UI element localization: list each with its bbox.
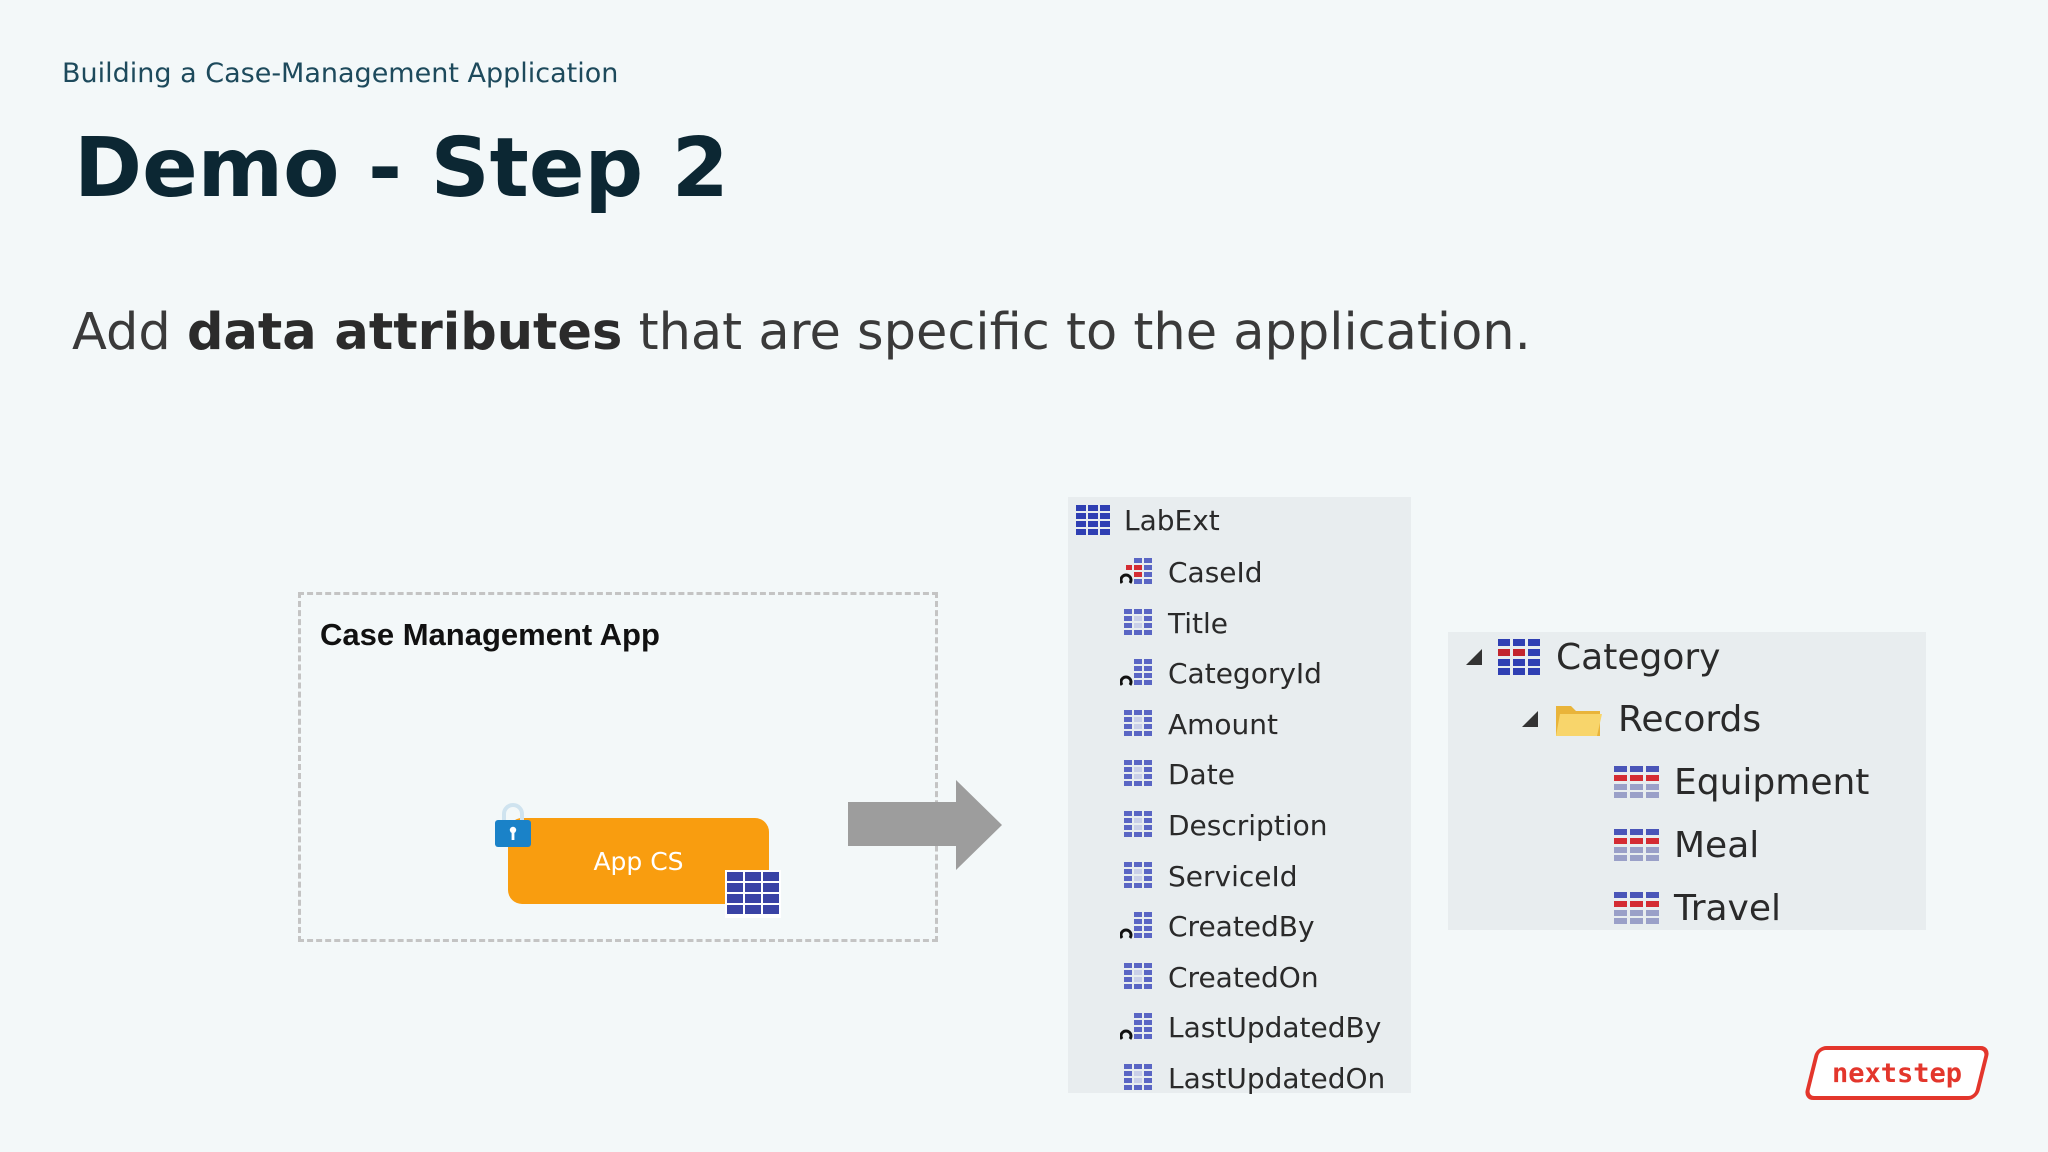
attribute-label: Description <box>1168 808 1328 842</box>
page-title: Demo - Step 2 <box>74 121 729 216</box>
attribute-label: CreatedBy <box>1168 909 1315 943</box>
tree-item-category[interactable]: Category <box>1466 632 1720 682</box>
attribute-icon <box>1124 710 1152 736</box>
record-icon <box>1614 892 1659 924</box>
attribute-icon <box>1124 760 1152 786</box>
attribute-icon <box>1124 609 1152 635</box>
attribute-label: Title <box>1168 606 1229 640</box>
attribute-label: ServiceId <box>1168 859 1298 893</box>
attribute-item[interactable]: Description <box>1120 805 1327 845</box>
tree-item-record[interactable]: Meal <box>1614 820 1759 870</box>
record-icon <box>1614 829 1659 861</box>
app-cs-label: App CS <box>593 846 684 876</box>
reference-attribute-icon <box>1120 912 1152 939</box>
nextstep-logo: nextstep <box>1803 1046 1991 1100</box>
attribute-label: CaseId <box>1168 555 1263 589</box>
tree-label: Category <box>1556 636 1721 678</box>
attribute-label: Date <box>1168 757 1235 791</box>
tree-item-record[interactable]: Equipment <box>1614 757 1869 807</box>
lock-icon <box>495 803 531 847</box>
attribute-label: LastUpdatedOn <box>1168 1061 1386 1095</box>
record-icon <box>1614 766 1659 798</box>
attribute-label: LastUpdatedBy <box>1168 1010 1382 1044</box>
attribute-item[interactable]: CreatedOn <box>1120 957 1319 997</box>
folder-icon <box>1556 706 1602 736</box>
entity-name: LabExt <box>1124 503 1220 537</box>
attribute-item[interactable]: Amount <box>1120 704 1278 744</box>
expand-triangle-icon[interactable] <box>1466 649 1482 665</box>
key-attribute-icon <box>1120 558 1152 584</box>
tree-label: Records <box>1618 698 1762 740</box>
attribute-item[interactable]: CaseId <box>1120 552 1263 592</box>
attribute-icon <box>1124 1064 1152 1090</box>
table-icon <box>725 870 781 918</box>
attribute-item[interactable]: ServiceId <box>1120 856 1298 896</box>
reference-attribute-icon <box>1120 659 1152 686</box>
attribute-item[interactable]: CreatedBy <box>1120 906 1315 946</box>
logo-text: nextstep <box>1831 1057 1963 1089</box>
expand-triangle-icon[interactable] <box>1522 711 1538 727</box>
app-boundary-box <box>298 592 938 942</box>
reference-attribute-icon <box>1120 1013 1152 1040</box>
category-tree-panel <box>1448 632 1926 930</box>
tree-label: Meal <box>1674 824 1760 866</box>
attribute-item[interactable]: Date <box>1120 754 1235 794</box>
breadcrumb: Building a Case-Management Application <box>62 58 619 89</box>
attribute-item[interactable]: LastUpdatedOn <box>1120 1058 1385 1098</box>
entity-icon <box>1076 505 1110 535</box>
tree-label: Travel <box>1674 887 1782 929</box>
subtitle-pre: Add <box>72 303 187 362</box>
attribute-item[interactable]: Title <box>1120 603 1228 643</box>
app-box-title: Case Management App <box>320 617 660 652</box>
attribute-icon <box>1124 811 1152 837</box>
tree-label: Equipment <box>1674 761 1870 803</box>
subtitle-post: that are specific to the application. <box>622 303 1531 362</box>
tree-item-records[interactable]: Records <box>1522 694 1761 744</box>
attribute-label: CategoryId <box>1168 656 1322 690</box>
tree-item-record[interactable]: Travel <box>1614 883 1781 933</box>
arrow-right-icon <box>848 780 1002 870</box>
attribute-item[interactable]: LastUpdatedBy <box>1120 1007 1381 1047</box>
attribute-label: CreatedOn <box>1168 960 1319 994</box>
subtitle-bold: data attributes <box>186 303 623 362</box>
entity-attribute-panel <box>1068 497 1411 1093</box>
attribute-icon <box>1124 963 1152 989</box>
entity-node[interactable]: LabExt <box>1076 500 1220 540</box>
attribute-icon <box>1124 862 1152 888</box>
attribute-label: Amount <box>1168 707 1279 741</box>
subtitle: Add data attributes that are specific to… <box>72 303 1531 362</box>
attribute-item[interactable]: CategoryId <box>1120 653 1322 693</box>
entity-icon <box>1498 639 1540 675</box>
